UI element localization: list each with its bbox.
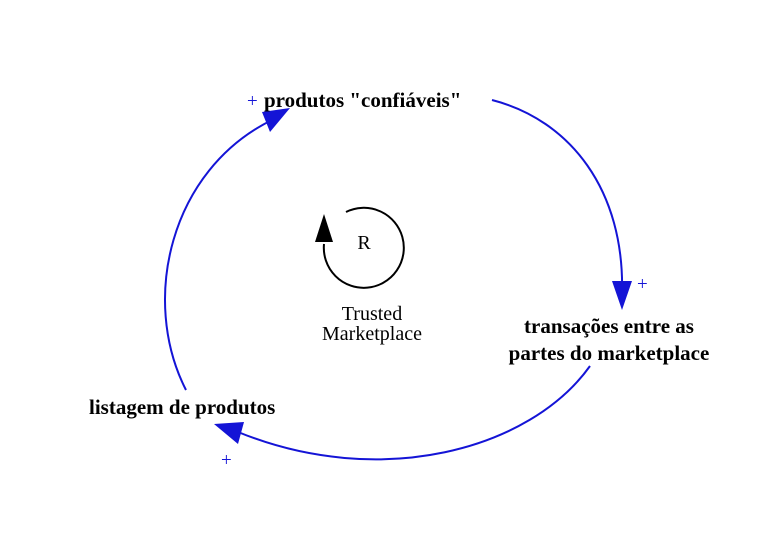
arrowhead-listing bbox=[214, 422, 244, 444]
arrowhead-transactions bbox=[612, 281, 632, 310]
loop-name-line1: Trusted bbox=[342, 303, 402, 325]
link-listing-to-trusted-products bbox=[164, 119, 273, 391]
arrowhead-trusted-products bbox=[262, 108, 290, 132]
link-trusted-products-to-transactions bbox=[491, 99, 624, 295]
loop-marker: R bbox=[357, 232, 371, 254]
link-transactions-to-listing bbox=[237, 365, 591, 461]
loop-direction-arrowhead-icon bbox=[315, 214, 333, 242]
node-listing: listagem de produtos bbox=[89, 395, 275, 419]
loop-name-line2: Marketplace bbox=[322, 323, 422, 345]
node-transactions-line1: transações entre as bbox=[524, 314, 694, 338]
node-trusted-products: produtos "confiáveis" bbox=[264, 88, 461, 112]
polarity-sign-trusted-products: + bbox=[247, 91, 258, 112]
polarity-sign-listing: + bbox=[221, 450, 232, 471]
polarity-sign-transactions: + bbox=[637, 274, 648, 295]
loop-direction-arc bbox=[322, 206, 405, 289]
node-transactions-line2: partes do marketplace bbox=[509, 341, 710, 365]
